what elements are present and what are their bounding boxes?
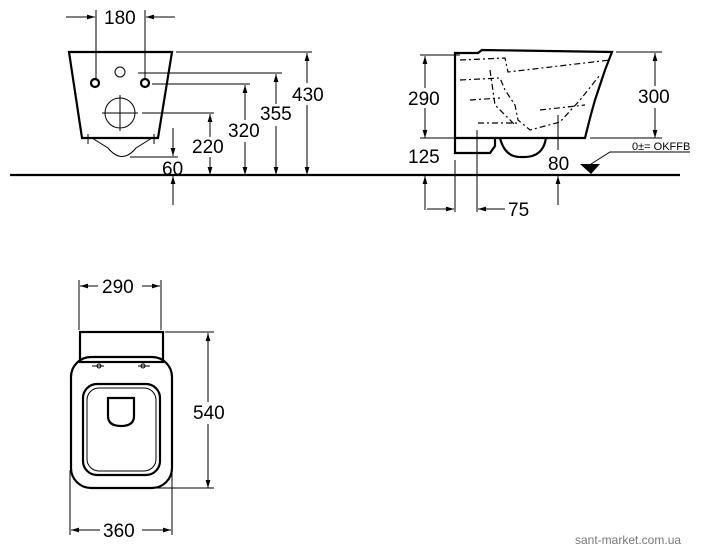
dim-125: 125 [408, 147, 440, 168]
watermark: sant-market.com.ua [575, 533, 681, 547]
dim-540: 540 [193, 403, 225, 424]
dim-220: 220 [192, 137, 224, 158]
dim-80: 80 [548, 154, 569, 175]
dim-320: 320 [228, 121, 260, 142]
dim-180: 180 [104, 8, 136, 29]
floor-level-label: 0±= OKFFB [632, 141, 690, 153]
dim-430: 430 [292, 85, 324, 106]
dim-290-side: 290 [408, 89, 440, 110]
floor-level-symbol [580, 164, 600, 174]
dim-355: 355 [260, 104, 292, 125]
top-view: 290 540 360 [69, 277, 230, 542]
side-view: 290 125 300 80 75 0±= OKFFB [408, 48, 690, 221]
dim-300: 300 [638, 87, 670, 108]
dim-60: 60 [162, 159, 183, 180]
dim-360: 360 [103, 521, 135, 542]
dim-75: 75 [508, 200, 529, 221]
dim-290-top: 290 [102, 277, 134, 298]
front-view: 180 430 355 320 220 60 [66, 8, 328, 205]
